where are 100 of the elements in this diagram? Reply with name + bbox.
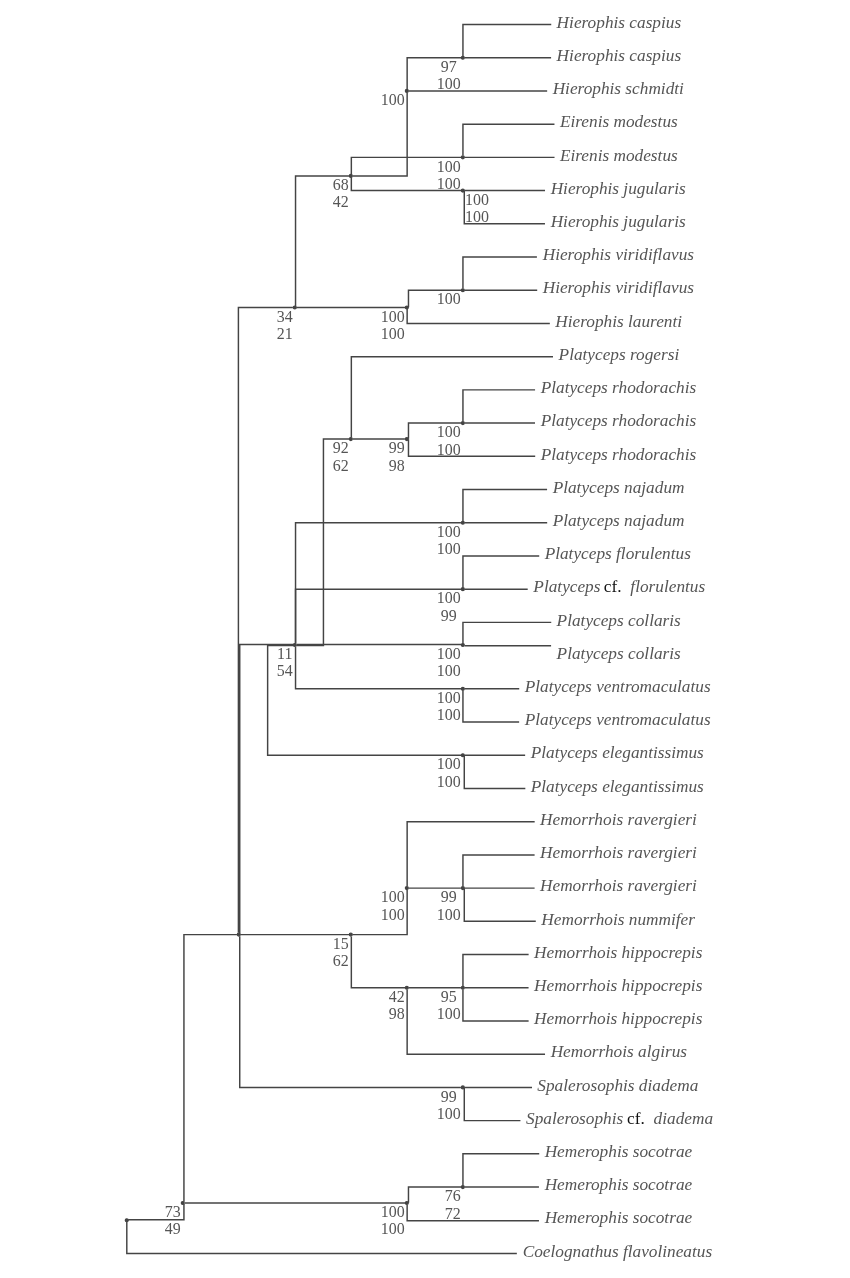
connector [463,189,546,225]
node-text: Hierophis schmidti [552,79,684,99]
node-label: 100 [380,307,405,325]
connector [462,988,530,1022]
node-point [460,55,465,60]
connector [407,987,462,989]
node-point [460,642,465,648]
node-label: 100 [436,440,461,458]
node-text: Hemorrhois ravergieri [540,809,697,829]
node-label: 100 [380,91,405,109]
connector [463,156,556,159]
node-label: 72 [444,1204,461,1222]
connector [294,175,350,307]
node-text: Hierophis viridiflavus [542,278,695,298]
node-text: Eirenis modestus [559,112,678,132]
connector [406,1203,540,1222]
node-point [348,932,353,937]
connector [462,1153,540,1186]
connector [183,933,238,1203]
node-text: Platyceps florulentus [544,544,691,564]
node-label: 68 [332,176,349,194]
connector [463,1086,533,1089]
node-point [404,1200,409,1206]
node-label: 15 [332,934,349,952]
node-text: Hemorrhois algirus [550,1042,688,1062]
connector [462,555,540,589]
node-label: 100 [436,174,461,192]
node-label: 100 [436,1005,461,1023]
node-text: Hemerophis socotrae [544,1142,693,1162]
node-text: Platyceps najadum [552,477,685,497]
node-point [460,886,465,891]
connector [239,933,350,936]
node-point [460,587,465,592]
node-text: Hierophis caspius [556,12,682,32]
connector [463,588,529,590]
node-text: Hierophis caspius [556,45,682,65]
node-label: 100 [436,290,461,308]
connector [294,588,462,645]
node-point [292,642,297,648]
node-text: Hemerophis socotrae [544,1175,693,1195]
node-point [404,436,409,442]
node-label: 100 [436,662,461,680]
connector [407,1186,462,1204]
node-point [348,173,353,179]
connector [462,689,520,723]
connector [350,935,406,989]
node-label: 73 [164,1203,181,1221]
node-text: Hierophis viridiflavus [542,245,695,265]
node-text: Platyceps cf. florulentus [533,577,706,597]
node-label: 100 [436,522,461,540]
node-label: 54 [276,662,293,680]
connector [463,644,552,647]
node-text: Platyceps elegantissimus [530,743,704,763]
node-label: 100 [436,905,461,923]
connector [294,522,462,645]
node-label: 100 [436,755,461,773]
node-text: Platyceps collaris [556,643,681,663]
connector [463,754,527,790]
node-text: Hierophis jugularis [550,178,686,198]
connector [463,289,538,291]
connector [462,23,552,57]
connector [463,1086,522,1122]
connector [462,854,536,888]
node-label: 21 [276,324,293,342]
connector [239,935,462,1089]
connector [351,438,406,440]
node-text: Platyceps ventromaculatus [524,710,711,730]
node-label: 100 [436,772,461,790]
connector [462,621,552,645]
connector [463,887,536,889]
connector [463,522,548,524]
node-label: 100 [380,1220,405,1238]
node-text: Platyceps rhodorachis [540,378,697,398]
node-point [460,288,465,293]
node-label: 42 [388,987,405,1005]
node-label: 99 [440,888,457,906]
connector [351,91,408,177]
node-label: 97 [440,57,457,75]
node-point [460,520,465,525]
connector [350,156,462,175]
node-label: 99 [440,606,457,624]
connector [295,438,351,647]
node-label: 100 [436,157,461,175]
node-label: 99 [440,1087,457,1105]
node-text: Hemorrhois hippocrepis [534,1009,703,1029]
connector [295,306,406,309]
node-point [460,188,465,193]
connector [462,389,536,423]
node-label: 100 [436,645,461,663]
connector [183,1202,406,1204]
connector [294,646,462,690]
node-label: 100 [380,324,405,342]
node-text: Hemorrhois ravergieri [540,876,697,896]
node-label: 100 [436,540,461,558]
node-label: 100 [436,706,461,724]
node-text: Hemorrhois ravergieri [540,843,697,863]
node-label: 42 [332,193,349,211]
node-label: 92 [332,439,349,457]
node-point [236,932,241,937]
node-label: 62 [332,456,349,474]
